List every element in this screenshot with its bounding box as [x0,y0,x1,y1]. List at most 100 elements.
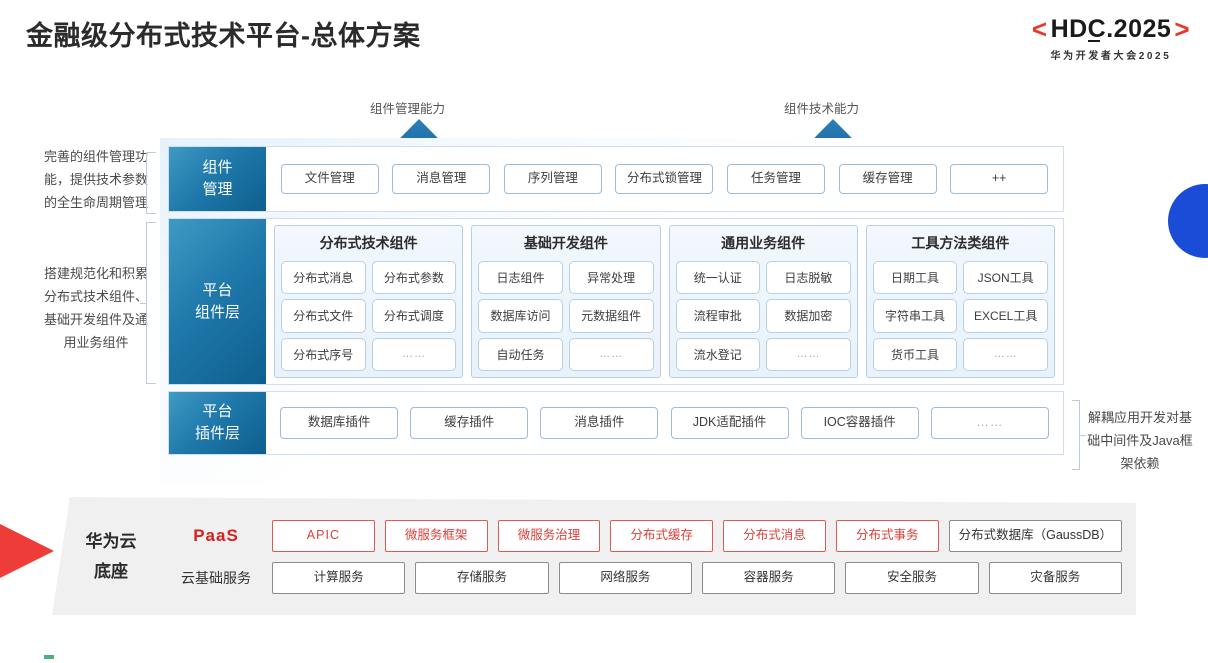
pill-file-management[interactable]: 文件管理 [280,164,379,194]
group-row: 分布式文件 分布式调度 [281,299,457,333]
hdc-logo: < HDC.2025 > 华为开发者大会2025 [1032,14,1190,62]
cell-process-approval[interactable]: 流程审批 [675,299,761,333]
pill-jdk-adapter-plugin[interactable]: JDK适配插件 [670,407,789,439]
cell-database-access[interactable]: 数据库访问 [478,299,563,333]
cell-distributed-sequence[interactable]: 分布式序号 [281,337,366,371]
chip-apic[interactable]: APIC [272,520,375,552]
cell-exception-handling[interactable]: 异常处理 [568,261,654,295]
group-row: 流程审批 数据加密 [675,299,851,333]
cell-date-tool[interactable]: 日期工具 [872,261,958,295]
layer-component-management: 组件 管理 文件管理 消息管理 序列管理 分布式锁管理 任务管理 缓存管理 ++ [168,146,1064,212]
group-row: 自动任务 …… [478,337,654,371]
group-tool-methods: 工具方法类组件 日期工具 JSON工具 字符串工具 EXCEL工具 货币工具 …… [865,225,1055,378]
pill-sequence-management[interactable]: 序列管理 [503,164,602,194]
cell-currency-tool[interactable]: 货币工具 [872,337,958,371]
group-title-general-business: 通用业务组件 [721,235,806,251]
cell-more[interactable]: …… [371,337,457,371]
cell-transaction-registration[interactable]: 流水登记 [675,337,761,371]
pill-more[interactable]: …… [930,407,1049,439]
service-compute[interactable]: 计算服务 [272,562,406,594]
pill-distributed-lock-management[interactable]: 分布式锁管理 [615,164,714,194]
cell-log-masking[interactable]: 日志脱敏 [766,261,851,295]
service-security[interactable]: 安全服务 [845,562,979,594]
cell-more[interactable]: …… [568,337,654,371]
service-storage[interactable]: 存储服务 [415,562,549,594]
cell-metadata-component[interactable]: 元数据组件 [568,299,654,333]
cell-more[interactable]: …… [963,337,1048,371]
row-label-paas: PaaS [193,526,239,545]
layer-label-component-management: 组件 管理 [169,147,266,211]
group-grid-tool-methods: 日期工具 JSON工具 字符串工具 EXCEL工具 货币工具 …… [872,261,1048,371]
service-disaster-recovery[interactable]: 灾备服务 [988,562,1122,594]
architecture-main-panel: 组件 管理 文件管理 消息管理 序列管理 分布式锁管理 任务管理 缓存管理 ++… [160,138,1072,485]
group-grid-general-business: 统一认证 日志脱敏 流程审批 数据加密 流水登记 …… [675,261,851,371]
hdc-logo-text: HDC.2025 [1050,15,1172,43]
cell-log-component[interactable]: 日志组件 [478,261,563,295]
group-title-distributed-tech: 分布式技术组件 [319,235,418,251]
cloud-title-line-1: 华为云 [85,532,137,551]
pill-more[interactable]: ++ [950,164,1049,194]
cloud-title-line-2: 底座 [94,562,128,581]
group-row: 货币工具 …… [872,337,1048,371]
chip-microservice-framework[interactable]: 微服务框架 [384,520,488,552]
bracket-right [1070,400,1080,470]
chip-distributed-database-gaussdb[interactable]: 分布式数据库（GaussDB） [948,520,1123,552]
pill-message-management[interactable]: 消息管理 [392,164,491,194]
pill-message-plugin[interactable]: 消息插件 [540,407,659,439]
cloud-rows: PaaS APIC 微服务框架 微服务治理 分布式缓存 分布式消息 分布式事务 … [170,520,1136,594]
angle-bracket-right-icon: > [1174,14,1190,44]
bracket-left-1 [146,152,156,214]
layer-label-line-1: 组件 [202,159,233,176]
cell-distributed-file[interactable]: 分布式文件 [281,299,366,333]
layer-label-line-1: 平台 [202,403,233,420]
cloud-panel-title: 华为云 底座 [52,527,170,587]
hdc-logo-subtitle: 华为开发者大会2025 [1050,51,1172,62]
cloud-service-list: 计算服务 存储服务 网络服务 容器服务 安全服务 灾备服务 [272,562,1122,594]
chip-distributed-message[interactable]: 分布式消息 [723,520,826,552]
layer-body-platform-component: 分布式技术组件 分布式消息 分布式参数 分布式文件 分布式调度 分布式序号 …… [266,219,1063,384]
group-row: 统一认证 日志脱敏 [675,261,851,295]
pill-task-management[interactable]: 任务管理 [727,164,826,194]
huawei-cloud-foundation-panel: 华为云 底座 PaaS APIC 微服务框架 微服务治理 分布式缓存 分布式消息… [52,497,1136,615]
group-row: 流水登记 …… [675,337,851,371]
cell-distributed-message[interactable]: 分布式消息 [281,261,366,295]
layer-label-line-2: 管理 [202,181,233,198]
chip-microservice-governance[interactable]: 微服务治理 [497,520,601,552]
row-label-cloud-basic-services: 云基础服务 [181,570,251,586]
layer-label-line-1: 平台 [202,281,233,299]
cell-json-tool[interactable]: JSON工具 [963,261,1048,295]
cell-auto-task[interactable]: 自动任务 [478,337,563,371]
cell-string-tool[interactable]: 字符串工具 [872,299,958,333]
service-network[interactable]: 网络服务 [558,562,692,594]
cell-unified-authentication[interactable]: 统一认证 [675,261,761,295]
arrow-label-component-management: 组件管理能力 [370,102,446,116]
red-wedge-decoration [0,505,54,597]
layer-body-component-management: 文件管理 消息管理 序列管理 分布式锁管理 任务管理 缓存管理 ++ [266,147,1063,211]
annotation-left-2: 搭建规范化和积累分布式技术组件、基础开发组件及通用业务组件 [43,266,148,350]
cell-distributed-schedule[interactable]: 分布式调度 [371,299,457,333]
group-row: 分布式序号 …… [281,337,457,371]
cell-more[interactable]: …… [766,337,851,371]
pill-cache-management[interactable]: 缓存管理 [838,164,937,194]
group-row: 分布式消息 分布式参数 [281,261,457,295]
cell-excel-tool[interactable]: EXCEL工具 [963,299,1048,333]
page-title: 金融级分布式技术平台-总体方案 [26,21,421,51]
hdc-logo-main: < HDC.2025 > [1032,14,1190,45]
service-container[interactable]: 容器服务 [701,562,836,594]
group-basic-development: 基础开发组件 日志组件 异常处理 数据库访问 元数据组件 自动任务 …… [471,225,661,378]
pill-database-plugin[interactable]: 数据库插件 [280,407,399,439]
group-row: 日期工具 JSON工具 [872,261,1048,295]
cell-data-encryption[interactable]: 数据加密 [766,299,851,333]
cell-distributed-parameter[interactable]: 分布式参数 [371,261,457,295]
hdc-logo-text-wrap: HDC.2025 [1051,15,1172,44]
group-title-tool-methods: 工具方法类组件 [911,235,1010,251]
group-title-basic-development: 基础开发组件 [523,235,608,251]
chip-distributed-cache[interactable]: 分布式缓存 [610,520,714,552]
layer-label-line-2: 组件层 [194,303,240,321]
pill-ioc-container-plugin[interactable]: IOC容器插件 [800,407,919,439]
cloud-row-paas: PaaS APIC 微服务框架 微服务治理 分布式缓存 分布式消息 分布式事务 … [170,520,1123,552]
hdc-underbar-icon [1087,40,1100,42]
pill-cache-plugin[interactable]: 缓存插件 [410,407,529,439]
chip-distributed-transaction[interactable]: 分布式事务 [835,520,939,552]
arrow-label-component-technology: 组件技术能力 [784,102,860,116]
